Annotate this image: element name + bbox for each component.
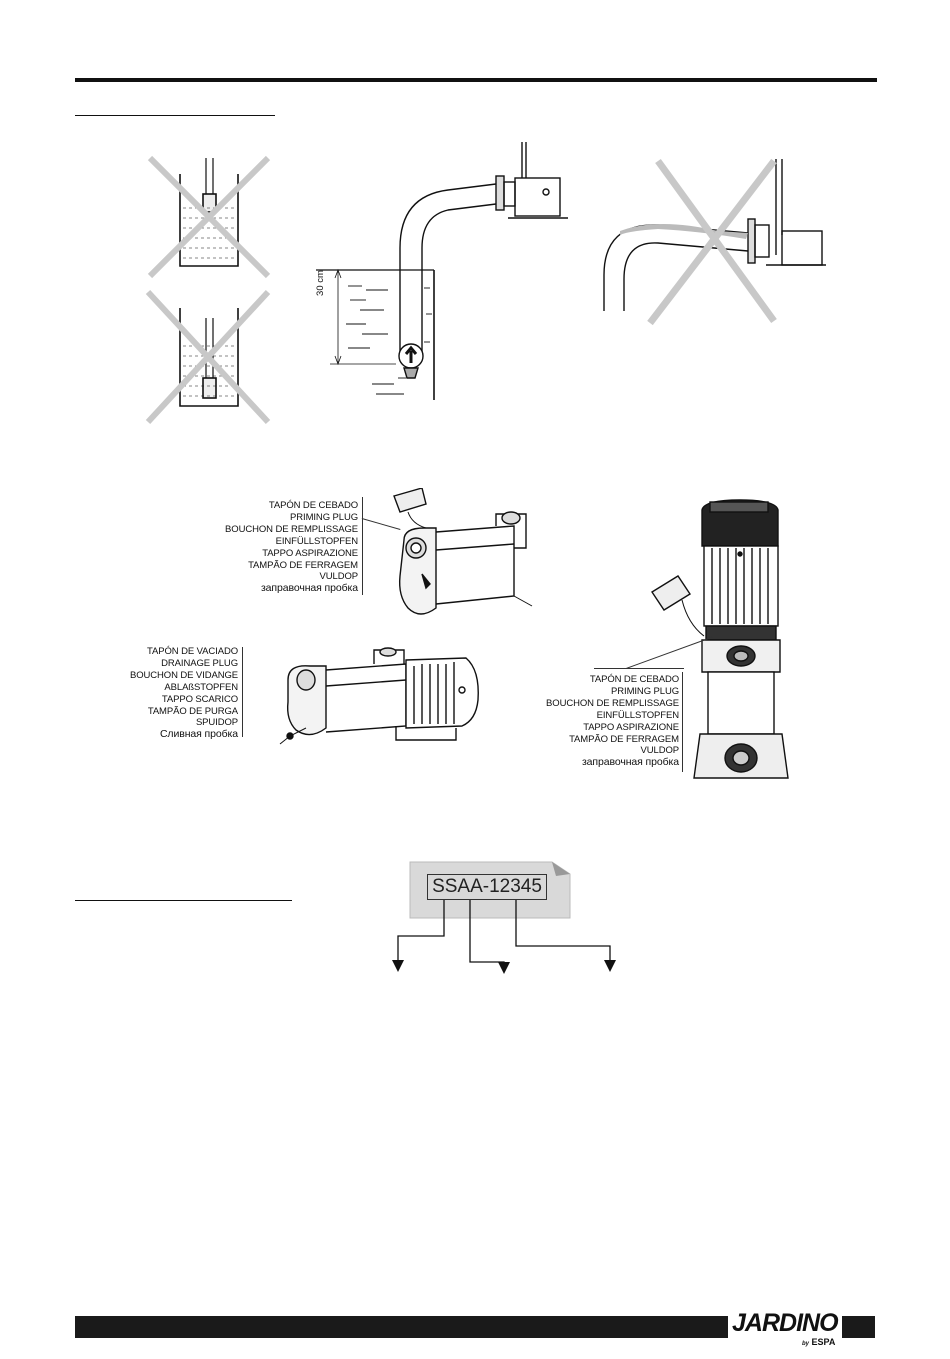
vertical-priming-label-bracket bbox=[682, 672, 683, 772]
footer-bar bbox=[75, 1316, 875, 1338]
priming-label-bracket bbox=[362, 497, 363, 595]
wrong-pipe-slope-illustration bbox=[603, 158, 826, 326]
priming-plug-horizontal-pump-illustration bbox=[393, 488, 533, 615]
correct-suction-installation-illustration bbox=[316, 142, 568, 400]
logo-brand: JARDINO bbox=[728, 1308, 842, 1338]
suction-depth-label: 30 cm bbox=[315, 270, 326, 296]
top-rule bbox=[75, 78, 877, 82]
vertical-priming-label-underline bbox=[594, 668, 684, 669]
drainage-plug-labels: TAPÓN DE VACIADO DRAINAGE PLUG BOUCHON D… bbox=[130, 646, 238, 741]
foot-valve-wrong-positions-illustration bbox=[145, 155, 271, 425]
priming-plug-labels-top: TAPÓN DE CEBADO PRIMING PLUG BOUCHON DE … bbox=[225, 500, 358, 595]
jardino-logo: JARDINO by ESPA bbox=[724, 1306, 854, 1350]
section-heading-line-serial bbox=[75, 900, 292, 901]
drainage-label-bracket bbox=[242, 647, 243, 737]
serial-plate-illustration bbox=[392, 861, 616, 974]
section-heading-line bbox=[75, 115, 275, 116]
serial-plate-code: SSAA-12345 bbox=[427, 874, 547, 900]
logo-maker: by ESPA bbox=[802, 1337, 836, 1347]
priming-plug-vertical-pump-illustration bbox=[651, 499, 789, 779]
priming-plug-labels-vertical: TAPÓN DE CEBADO PRIMING PLUG BOUCHON DE … bbox=[546, 674, 679, 769]
drainage-plug-horizontal-pump-illustration bbox=[279, 647, 479, 745]
